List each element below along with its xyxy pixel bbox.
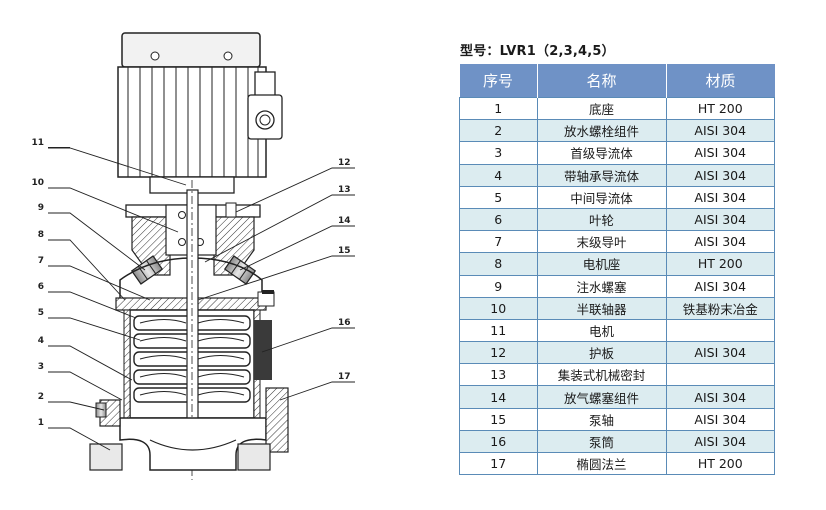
- cell-no: 15: [459, 407, 538, 431]
- cell-no: 9: [459, 274, 538, 298]
- callout-label: 11: [31, 138, 44, 148]
- cell-name: 椭圆法兰: [536, 451, 667, 476]
- callout-label: 2: [38, 392, 44, 402]
- callout-label: 9: [38, 203, 44, 213]
- cell-material: AISI 304: [665, 341, 775, 365]
- callout-labels-left: 11 10 9 8 7 6 5 4 3 2 1: [31, 138, 44, 428]
- cell-material: [665, 363, 775, 387]
- cell-material: HT 200: [665, 96, 775, 121]
- cell-name: 泵筒: [536, 429, 667, 454]
- callout-label: 16: [338, 318, 351, 328]
- cell-name: 末级导叶: [536, 230, 667, 254]
- cell-no: 16: [459, 429, 538, 454]
- pump-cross-section-diagram: 11 10 9 8 7 6 5 4 3 2 1 12 13 14 15 16 1…: [31, 32, 355, 480]
- cell-name: 电机: [536, 318, 667, 343]
- cell-name: 注水螺塞: [536, 274, 667, 298]
- cell-material: AISI 304: [665, 407, 775, 431]
- callout-label: 4: [38, 336, 44, 346]
- cell-material: AISI 304: [665, 119, 775, 143]
- cell-name: 集装式机械密封: [536, 363, 667, 387]
- cell-name: 放气螺塞组件: [536, 385, 667, 409]
- cell-name: 首级导流体: [536, 141, 667, 165]
- cell-material: AISI 304: [665, 163, 775, 187]
- cell-material: [665, 318, 775, 343]
- cell-name: 护板: [536, 341, 667, 365]
- cell-no: 2: [459, 119, 538, 143]
- callout-label: 10: [31, 178, 44, 188]
- cell-name: 带轴承导流体: [536, 163, 667, 187]
- cell-name: 底座: [536, 96, 667, 121]
- cell-name: 电机座: [536, 252, 667, 276]
- cell-material: AISI 304: [665, 274, 775, 298]
- cell-no: 6: [459, 207, 538, 232]
- cell-no: 7: [459, 230, 538, 254]
- callout-label: 13: [338, 185, 351, 195]
- callout-label: 17: [338, 372, 351, 382]
- cell-material: HT 200: [665, 252, 775, 276]
- cell-name: 叶轮: [536, 207, 667, 232]
- cell-no: 10: [459, 296, 538, 320]
- cell-material: AISI 304: [665, 429, 775, 454]
- cell-no: 3: [459, 141, 538, 165]
- cell-material: AISI 304: [665, 141, 775, 165]
- callout-label: 14: [338, 216, 351, 226]
- cell-material: 铁基粉末冶金: [665, 296, 775, 320]
- callout-label: 3: [38, 362, 44, 372]
- cell-no: 14: [459, 385, 538, 409]
- cell-name: 半联轴器: [536, 296, 667, 320]
- table-header-row: 序号 名称 材质: [459, 64, 775, 98]
- callout-label: 1: [38, 418, 44, 428]
- cell-material: HT 200: [665, 451, 775, 476]
- cell-no: 4: [459, 163, 538, 187]
- callout-label: 7: [38, 256, 44, 266]
- cell-no: 1: [459, 96, 538, 121]
- callout-label: 6: [38, 282, 44, 292]
- pump-base: [89, 387, 289, 471]
- cell-material: AISI 304: [665, 230, 775, 254]
- callout-label: 15: [338, 246, 351, 256]
- cell-no: 11: [459, 318, 538, 343]
- cell-name: 中间导流体: [536, 185, 667, 209]
- callout-label: 8: [38, 230, 44, 240]
- header-material: 材质: [665, 64, 775, 98]
- cell-no: 13: [459, 363, 538, 387]
- cell-material: AISI 304: [665, 185, 775, 209]
- model-title: 型号：LVR1（2,3,4,5）: [460, 44, 615, 59]
- header-no: 序号: [459, 64, 537, 98]
- motor: [117, 32, 283, 194]
- cell-no: 8: [459, 252, 538, 276]
- callout-leaders: [48, 147, 355, 451]
- cell-material: AISI 304: [665, 207, 775, 232]
- cell-material: AISI 304: [665, 385, 775, 409]
- callout-label: 12: [338, 158, 351, 168]
- cell-no: 12: [459, 341, 538, 365]
- cell-name: 放水螺栓组件: [536, 119, 667, 143]
- cell-name: 泵轴: [536, 407, 667, 431]
- callout-labels-right: 12 13 14 15 16 17: [338, 158, 351, 382]
- cell-no: 5: [459, 185, 538, 209]
- cell-no: 17: [459, 451, 538, 476]
- callout-label: 5: [38, 308, 44, 318]
- header-name: 名称: [536, 64, 666, 98]
